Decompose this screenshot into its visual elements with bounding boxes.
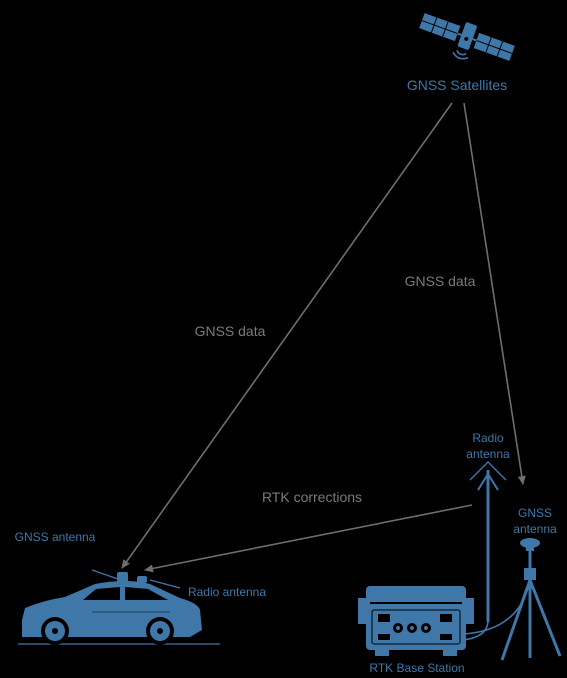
gnss-antenna-label-line2: antenna — [513, 522, 557, 536]
gnss-data-label-left: GNSS data — [195, 323, 266, 339]
gnss-cable — [463, 579, 531, 635]
radio-antenna-label-line2: antenna — [466, 447, 510, 461]
car-gnss-antenna-pointer — [91, 569, 119, 580]
rtk-corrections-arrow — [144, 504, 473, 573]
car-gnss-antenna-label: GNSS antenna — [15, 530, 96, 544]
gnss-data-arrow-to-car — [121, 102, 453, 569]
base-station-label: RTK Base Station — [369, 661, 464, 675]
car-radio-antenna-label: Radio antenna — [188, 585, 266, 599]
gnss-antenna-label-line1: GNSS — [518, 506, 552, 520]
radio-mast-icon — [469, 461, 507, 622]
tripod-antenna-icon — [500, 538, 562, 661]
satellites-label: GNSS Satellites — [407, 77, 507, 93]
gnss-data-label-right: GNSS data — [405, 273, 476, 289]
gnss-data-arrow-to-base — [463, 102, 526, 485]
rtk-corrections-label: RTK corrections — [262, 489, 362, 505]
satellite-icon — [419, 13, 515, 61]
car-radio-antenna-pointer — [149, 579, 181, 589]
radio-antenna-label-line1: Radio — [472, 431, 504, 445]
base-station-case-icon — [358, 586, 474, 656]
car-icon — [18, 572, 220, 645]
